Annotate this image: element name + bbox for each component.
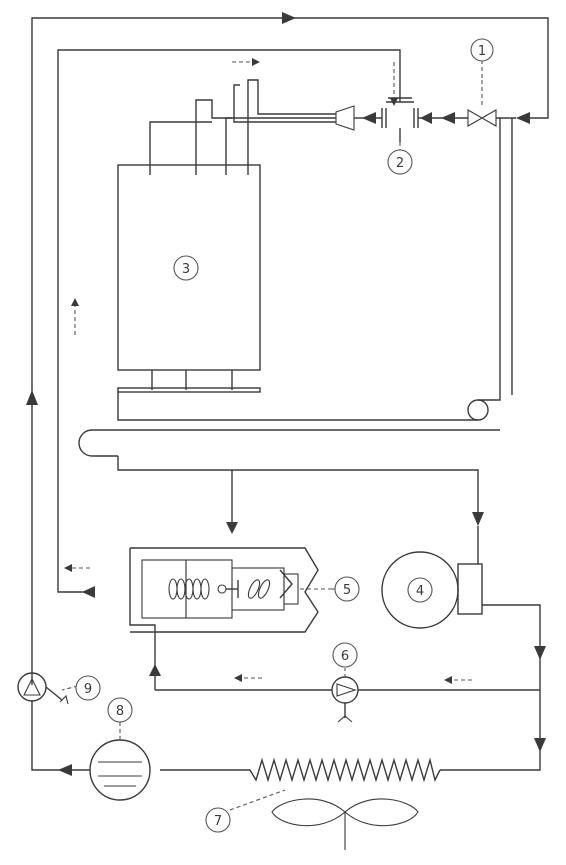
pump-6 <box>155 676 540 723</box>
svg-text:1: 1 <box>478 44 486 59</box>
flow-arrow-outlet <box>82 586 95 598</box>
flow-arrow-into-valve <box>516 112 530 124</box>
leader-lines <box>61 60 483 811</box>
flow-arrow-top <box>282 12 296 24</box>
compressor-4 <box>381 526 546 752</box>
label-9: 9 <box>75 675 101 701</box>
svg-text:9: 9 <box>84 682 92 697</box>
valve-spring-2 <box>247 579 271 599</box>
label-2: 2 <box>387 149 413 175</box>
label-7: 7 <box>205 807 231 833</box>
pump-9 <box>17 672 69 705</box>
dashed-flow-arrows <box>64 58 472 684</box>
thermostatic-valve-5 <box>129 547 335 690</box>
outer-refrigerant-line <box>26 12 549 685</box>
label-1: 1 <box>470 38 494 62</box>
label-5: 5 <box>334 576 360 602</box>
svg-text:7: 7 <box>214 814 222 829</box>
label-6: 6 <box>332 642 358 668</box>
evaporator-3 <box>78 118 501 534</box>
label-8: 8 <box>107 697 133 723</box>
component-2 <box>362 62 440 142</box>
valve-spring-1 <box>168 578 210 600</box>
injection-nozzle <box>149 79 362 175</box>
svg-text:3: 3 <box>182 262 190 277</box>
svg-text:8: 8 <box>116 704 124 719</box>
label-4: 4 <box>407 577 433 603</box>
svg-text:4: 4 <box>416 584 424 599</box>
inner-return-line <box>57 49 401 598</box>
svg-text:6: 6 <box>341 649 349 664</box>
fan <box>271 798 419 850</box>
svg-text:5: 5 <box>343 583 351 598</box>
flow-arrow-left-up <box>26 390 38 405</box>
label-3: 3 <box>173 255 199 281</box>
expansion-valve-1 <box>440 80 516 395</box>
condenser-loop <box>17 672 541 850</box>
receiver-8 <box>89 739 151 801</box>
condenser-7 <box>160 757 441 783</box>
svg-text:2: 2 <box>396 156 404 171</box>
